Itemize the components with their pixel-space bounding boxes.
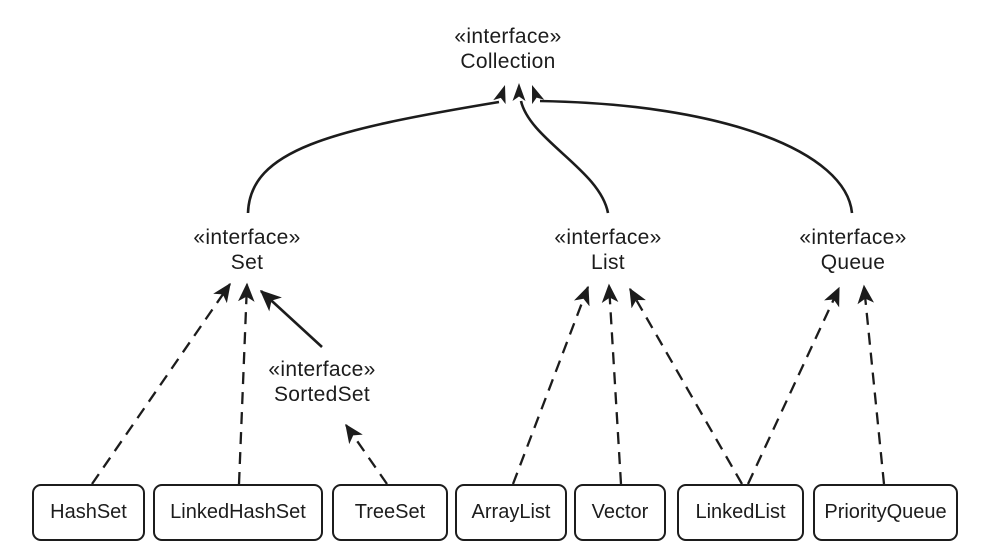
interface-set-stereotype: «interface» [193,226,301,249]
class-label-priorityqueue: PriorityQueue [824,501,947,523]
edge-arraylist-to-list [511,285,590,485]
class-box-hashset: HashSet [32,484,145,541]
edge-linkedlist-to-list [629,287,743,485]
class-label-linkedlist: LinkedList [695,501,786,523]
edge-list-to-collection [519,100,610,214]
edge-linkedlist-to-queue [746,286,841,485]
edge-hashset-to-set [91,282,231,485]
interface-list: «interface» List [554,225,661,275]
arrowhead-icon [512,83,526,101]
interface-queue-name: Queue [820,251,886,274]
class-box-linkedhashset: LinkedHashSet [153,484,323,541]
class-label-linkedhashset: LinkedHashSet [170,501,306,523]
class-label-hashset: HashSet [50,501,127,523]
interface-set: «interface» Set [193,225,300,275]
interface-set-name: Set [230,251,264,274]
interface-collection-name: Collection [460,50,556,73]
edge-priorityqueue-to-queue [857,284,886,485]
class-box-treeset: TreeSet [332,484,448,541]
edge-queue-to-collection [539,99,854,214]
interface-collection-stereotype: «interface» [454,25,562,48]
edge-vector-to-list [601,283,623,485]
interface-queue-stereotype: «interface» [799,226,907,249]
interface-collection: «interface» Collection [454,24,561,74]
interface-sortedset: «interface» SortedSet [268,357,375,407]
class-box-arraylist: ArrayList [455,484,567,541]
class-label-vector: Vector [591,501,649,523]
interface-list-stereotype: «interface» [554,226,662,249]
edge-sortedset-to-set [259,289,323,348]
interface-sortedset-stereotype: «interface» [268,358,376,381]
class-box-linkedlist: LinkedList [677,484,804,541]
class-box-vector: Vector [574,484,666,541]
edge-linkedhashset-to-set [237,282,255,485]
interface-queue: «interface» Queue [799,225,906,275]
arrowhead-icon [493,85,506,105]
class-label-treeset: TreeSet [354,501,426,523]
arrowhead-icon [532,85,545,105]
edge-treeset-to-sortedset [345,423,388,485]
interface-list-name: List [591,251,625,274]
interface-sortedset-name: SortedSet [273,383,371,406]
class-label-arraylist: ArrayList [471,501,551,523]
class-box-priorityqueue: PriorityQueue [813,484,958,541]
edge-set-to-collection [246,100,500,214]
